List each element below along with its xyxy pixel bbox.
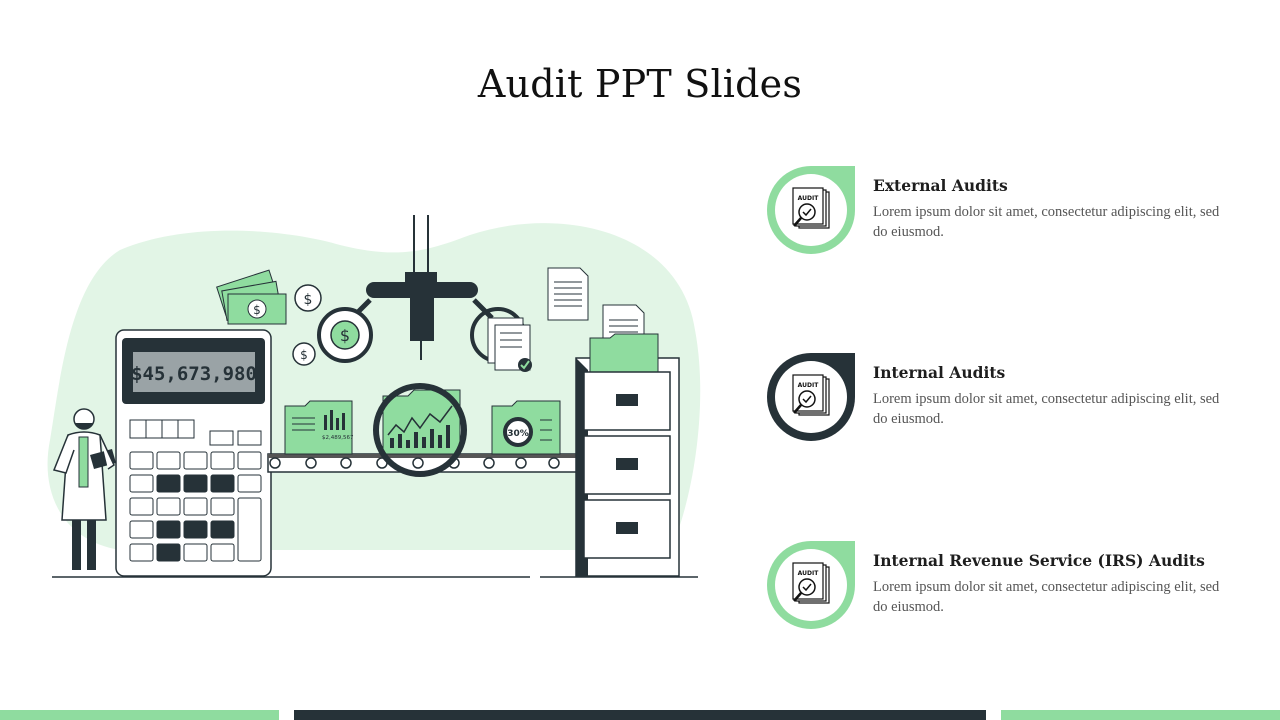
svg-text:$: $ bbox=[253, 303, 261, 317]
slide-title: Audit PPT Slides bbox=[477, 62, 803, 106]
folder-amount-text: $2,489,567 bbox=[322, 435, 354, 441]
item-heading: Internal Revenue Service (IRS) Audits bbox=[873, 551, 1205, 570]
folder-left: $2,489,567 bbox=[284, 400, 354, 455]
chart-percent-text: 30% bbox=[507, 429, 529, 439]
folder-center bbox=[382, 389, 461, 455]
svg-text:AUDIT: AUDIT bbox=[798, 382, 820, 389]
svg-text:AUDIT: AUDIT bbox=[798, 195, 820, 202]
svg-text:$: $ bbox=[304, 292, 313, 308]
calculator: $45,673,980 bbox=[115, 329, 272, 577]
svg-text:$: $ bbox=[300, 348, 308, 362]
footer-bar-center bbox=[294, 710, 986, 720]
svg-text:AUDIT: AUDIT bbox=[798, 570, 820, 577]
audit-badge-icon: AUDIT bbox=[767, 166, 855, 254]
audit-illustration: $45,673,980 $ $2,489,567 bbox=[47, 215, 701, 578]
audit-badge-icon: AUDIT bbox=[767, 353, 855, 441]
audit-item-irs: AUDIT Internal Revenue Service (IRS) Aud… bbox=[767, 541, 1247, 631]
money-stack: $ $ $ bbox=[216, 269, 322, 366]
scanner-crane: $ bbox=[317, 215, 532, 372]
footer-bar-right bbox=[1001, 710, 1280, 720]
calculator-display-text: $45,673,980 bbox=[131, 363, 257, 385]
item-body: Lorem ipsum dolor sit amet, consectetur … bbox=[873, 391, 1220, 427]
item-body: Lorem ipsum dolor sit amet, consectetur … bbox=[873, 204, 1220, 240]
audit-badge-icon: AUDIT bbox=[767, 541, 855, 629]
folder-right: 30% bbox=[491, 400, 561, 455]
item-body: Lorem ipsum dolor sit amet, consectetur … bbox=[873, 579, 1220, 615]
magnifier-lens bbox=[373, 383, 467, 477]
footer-bar-left bbox=[0, 710, 279, 720]
svg-text:$: $ bbox=[340, 326, 350, 345]
auditor-person bbox=[52, 408, 116, 570]
item-heading: External Audits bbox=[873, 176, 1008, 195]
item-heading: Internal Audits bbox=[873, 363, 1006, 382]
filing-cabinet bbox=[575, 304, 680, 577]
conveyor-belt bbox=[267, 453, 581, 473]
audit-item-external: AUDIT External Audits Lorem ipsum dolor … bbox=[767, 166, 1247, 256]
audit-item-internal: AUDIT Internal Audits Lorem ipsum dolor … bbox=[767, 353, 1247, 443]
document-top bbox=[547, 267, 589, 321]
